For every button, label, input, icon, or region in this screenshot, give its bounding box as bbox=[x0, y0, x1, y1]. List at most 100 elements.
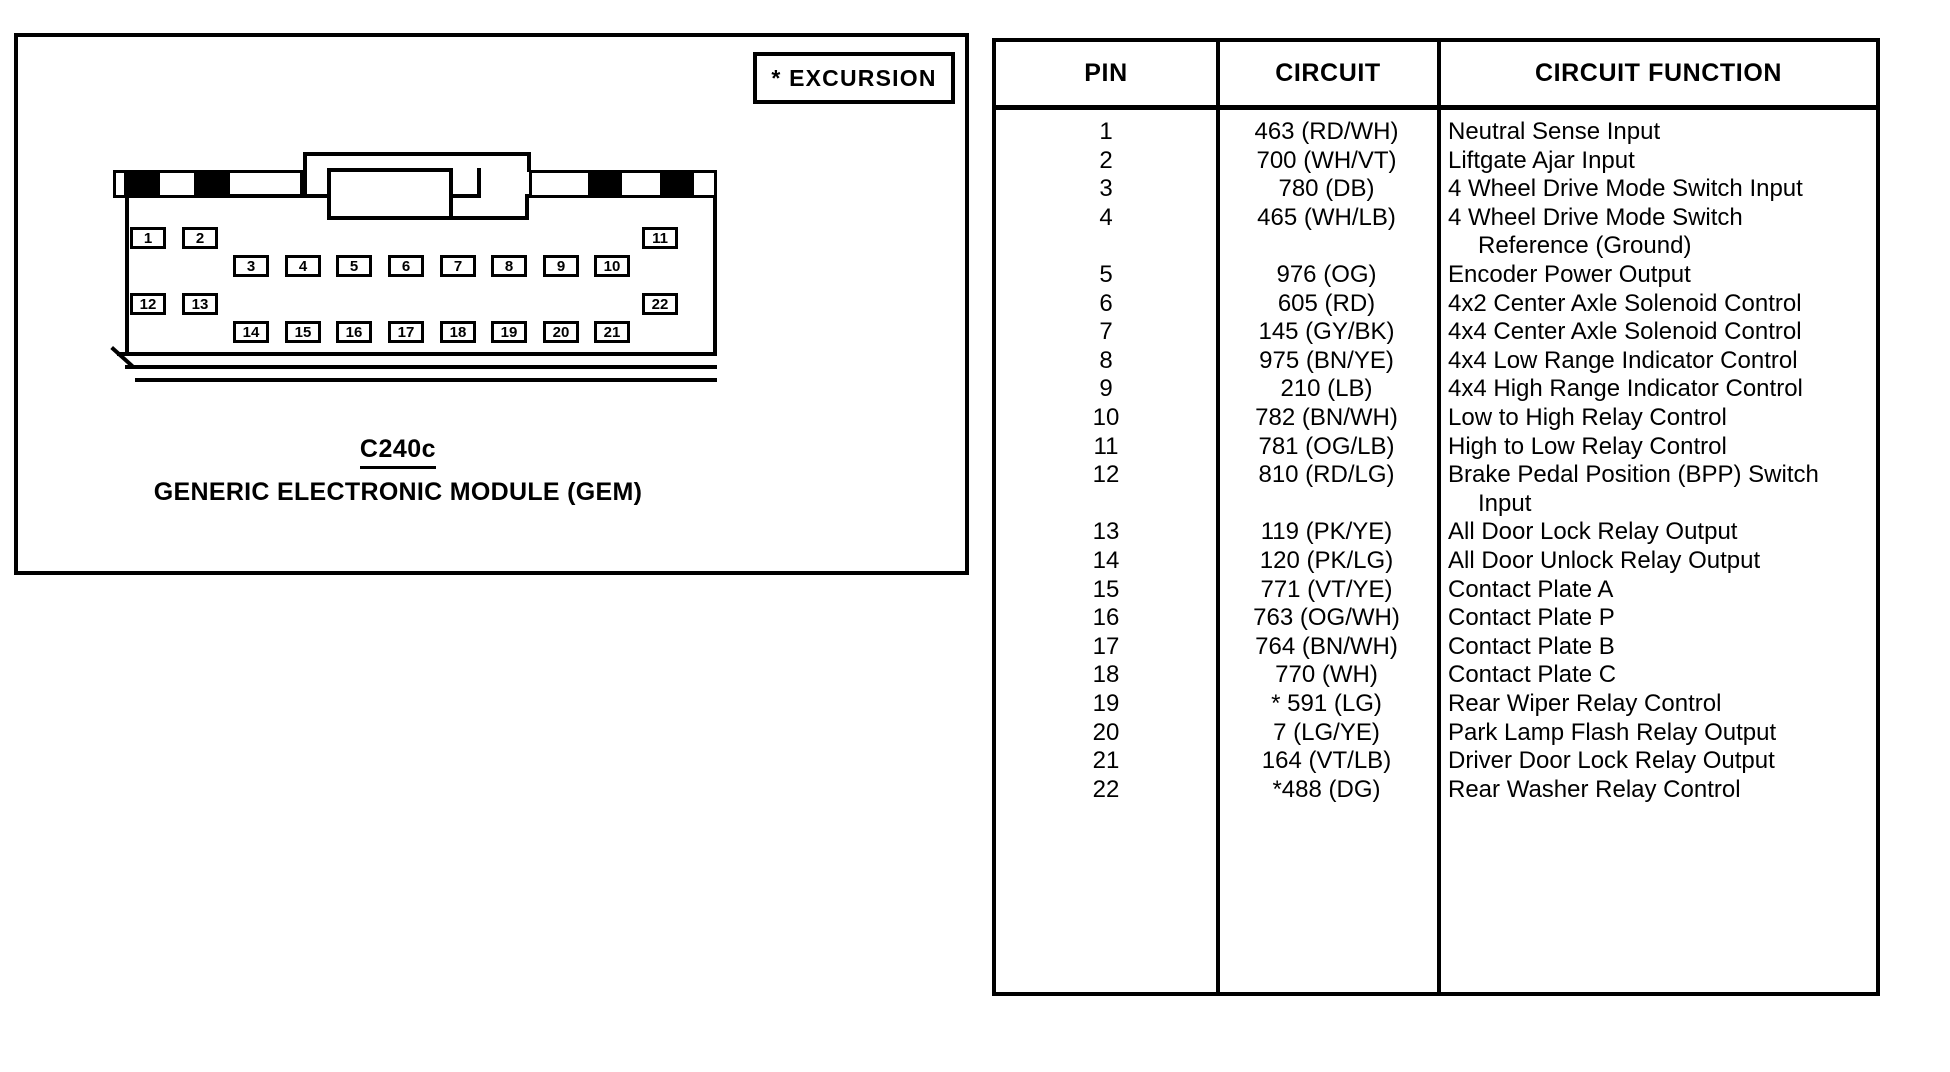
cell-function: Rear Wiper Relay Control bbox=[1448, 690, 1722, 717]
connector-bottom-line-2 bbox=[125, 365, 717, 369]
cell-circuit: 119 (PK/YE) bbox=[1260, 518, 1393, 546]
table-row: 18 770 (WH) Contact Plate C bbox=[996, 661, 1876, 689]
cell-pin: 12 bbox=[1092, 461, 1120, 489]
table-row: 8 975 (BN/YE) 4x4 Low Range Indicator Cont… bbox=[996, 347, 1876, 375]
connector-latch-inner bbox=[327, 168, 453, 198]
cell-circuit: 810 (RD/LG) bbox=[1258, 461, 1395, 489]
cell-circuit: 770 (WH) bbox=[1275, 661, 1378, 689]
key-bar-segment bbox=[691, 170, 717, 198]
key-bar-segment bbox=[663, 170, 691, 198]
cell-circuit: 975 (BN/YE) bbox=[1259, 346, 1394, 374]
cell-pin: 8 bbox=[1099, 346, 1113, 374]
connector-pin-5: 5 bbox=[336, 255, 372, 277]
connector-latch-left-drop bbox=[227, 194, 303, 198]
cell-function: Low to High Relay Control bbox=[1448, 404, 1727, 431]
cell-function: Rear Washer Relay Control bbox=[1448, 775, 1741, 803]
key-bar-segment bbox=[113, 170, 127, 198]
connector-latch-right-drop bbox=[453, 194, 529, 220]
connector-shell bbox=[125, 194, 717, 352]
table-row: 11 781 (OG/LB) High to Low Relay Control bbox=[996, 433, 1876, 461]
table-row: 22 *488 (DG) Rear Washer Relay Control bbox=[996, 776, 1876, 804]
cell-pin: 22 bbox=[1092, 775, 1120, 803]
connector-caption: C240c GENERIC ELECTRONIC MODULE (GEM) bbox=[18, 435, 778, 507]
key-bar-segment bbox=[591, 170, 619, 198]
cell-pin: 16 bbox=[1092, 604, 1120, 632]
cell-pin: 9 bbox=[1099, 375, 1113, 403]
table-row: 15 771 (VT/YE) Contact Plate A bbox=[996, 576, 1876, 604]
key-bar-segment bbox=[529, 170, 591, 198]
cell-function: Contact Plate P bbox=[1448, 604, 1615, 632]
connector-pin-8: 8 bbox=[491, 255, 527, 277]
column-header-circuit: CIRCUIT bbox=[1275, 59, 1381, 87]
cell-function: Contact Plate C bbox=[1448, 661, 1617, 689]
cell-function: Park Lamp Flash Relay Output bbox=[1448, 718, 1777, 746]
cell-circuit: 763 (OG/WH) bbox=[1253, 604, 1400, 632]
cell-circuit: 780 (DB) bbox=[1278, 175, 1375, 203]
cell-circuit: 605 (RD) bbox=[1277, 289, 1376, 317]
cell-pin: 21 bbox=[1092, 747, 1120, 775]
connector-pin-18: 18 bbox=[440, 321, 476, 343]
cell-function: 4x4 Center Axle Solenoid Control bbox=[1448, 318, 1802, 346]
connector-pin-6: 6 bbox=[388, 255, 424, 277]
cell-function: Reference (Ground) bbox=[1478, 232, 1692, 260]
key-bar-segment bbox=[619, 170, 663, 198]
cell-circuit: 145 (GY/BK) bbox=[1258, 318, 1395, 346]
cell-circuit: *488 (DG) bbox=[1272, 775, 1381, 803]
cell-pin: 4 bbox=[1099, 203, 1113, 231]
connector-pin-7: 7 bbox=[440, 255, 476, 277]
cell-function: 4x2 Center Axle Solenoid Control bbox=[1448, 289, 1802, 317]
connector-pin-10: 10 bbox=[594, 255, 630, 277]
cell-function: 4x4 Low Range Indicator Control bbox=[1448, 346, 1798, 374]
cell-function: Encoder Power Output bbox=[1448, 261, 1691, 288]
cell-pin: 1 bbox=[1099, 118, 1113, 145]
cell-circuit: 700 (WH/VT) bbox=[1256, 146, 1397, 174]
connector-pin-3: 3 bbox=[233, 255, 269, 277]
cell-function: Contact Plate A bbox=[1448, 575, 1614, 603]
connector-pin-12: 12 bbox=[130, 293, 166, 315]
cell-pin: 7 bbox=[1099, 318, 1113, 346]
cell-circuit: 120 (PK/LG) bbox=[1259, 547, 1394, 574]
cell-function: Input bbox=[1478, 489, 1532, 517]
cell-function: Brake Pedal Position (BPP) Switch bbox=[1448, 461, 1819, 489]
cell-pin: 17 bbox=[1092, 632, 1120, 660]
connector-pin-4: 4 bbox=[285, 255, 321, 277]
connector-name-label: GENERIC ELECTRONIC MODULE (GEM) bbox=[153, 477, 643, 506]
connector-pin-19: 19 bbox=[491, 321, 527, 343]
table-row: 16 763 (OG/WH) Contact Plate P bbox=[996, 604, 1876, 632]
cell-pin: 6 bbox=[1099, 289, 1113, 317]
column-header-pin: PIN bbox=[1084, 59, 1128, 87]
cell-function: Liftgate Ajar Input bbox=[1448, 146, 1635, 174]
cell-pin: 18 bbox=[1092, 661, 1120, 689]
cell-circuit: 771 (VT/YE) bbox=[1260, 575, 1393, 603]
cell-circuit: * 591 (LG) bbox=[1271, 690, 1382, 717]
cell-function: 4 Wheel Drive Mode Switch bbox=[1448, 203, 1743, 231]
connector-pin-11: 11 bbox=[642, 227, 678, 249]
table-row: 4 465 (WH/LB) 4 Wheel Drive Mode Switch bbox=[996, 204, 1876, 232]
key-bar-segment bbox=[157, 170, 197, 198]
table-row: 7 145 (GY/BK) 4x4 Center Axle Solenoid Con… bbox=[996, 318, 1876, 346]
cell-circuit: 781 (OG/LB) bbox=[1258, 432, 1395, 460]
cell-circuit: 465 (WH/LB) bbox=[1257, 203, 1396, 231]
column-header-function: CIRCUIT FUNCTION bbox=[1534, 59, 1783, 87]
cell-pin: 19 bbox=[1092, 690, 1120, 717]
cell-function: Driver Door Lock Relay Output bbox=[1448, 747, 1775, 775]
connector-pin-21: 21 bbox=[594, 321, 630, 343]
cell-function: Neutral Sense Input bbox=[1448, 118, 1661, 145]
cell-function: High to Low Relay Control bbox=[1448, 432, 1727, 460]
cell-pin: 11 bbox=[1093, 432, 1119, 460]
excursion-note-label: * EXCURSION bbox=[771, 64, 937, 91]
column-divider-1 bbox=[1216, 42, 1220, 992]
connector-code-label: C240c bbox=[359, 435, 437, 469]
cell-circuit: 164 (VT/LB) bbox=[1261, 747, 1392, 775]
connector-pin-22: 22 bbox=[642, 293, 678, 315]
cell-pin: 15 bbox=[1092, 575, 1120, 603]
